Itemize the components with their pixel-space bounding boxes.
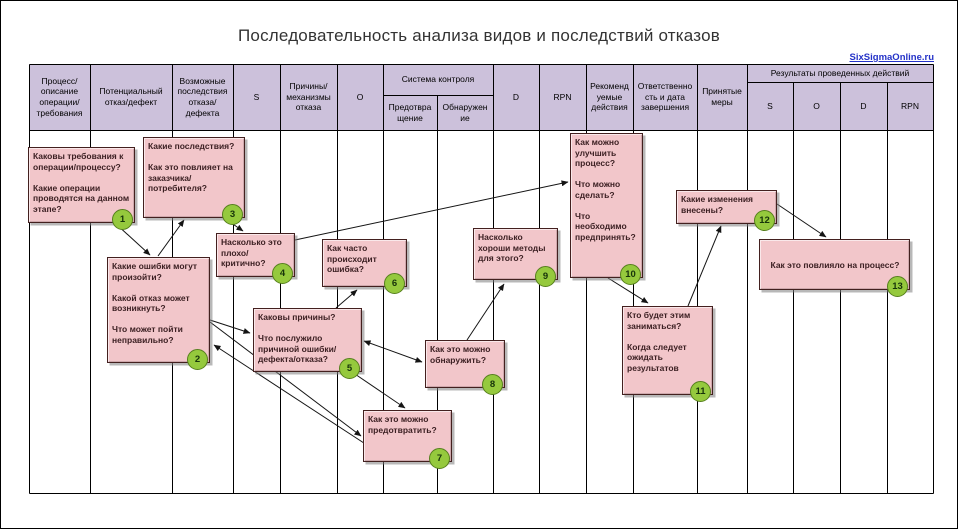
step-badge-4: 4: [272, 263, 293, 284]
arrow-2-to-7: [209, 321, 362, 437]
arrow-2-to-5: [209, 319, 251, 334]
step-badge-7: 7: [429, 448, 450, 469]
column-header-detect-rating: D: [512, 91, 520, 102]
flow-box-1: Каковы требования к операции/процессу? К…: [28, 147, 135, 230]
column-header-actions-taken: Принятые меры: [702, 86, 742, 107]
flow-box-text: Насколько хороши методы для этого?: [478, 232, 546, 264]
column-header-rpn: RPN: [553, 91, 572, 102]
flow-box-13: Как это повлияло на процесс? 13: [759, 239, 910, 297]
flow-box-text: Как часто происходит ошибка?: [327, 243, 377, 275]
column-group-controls: Система контроля: [401, 74, 475, 85]
step-badge-9: 9: [535, 266, 556, 287]
flow-box-text: Как это можно обнаружить?: [430, 344, 491, 365]
column-header-failure: Потенциальный отказ/дефект: [99, 86, 163, 107]
flow-box-text: Как это можно предотвратить?: [368, 414, 437, 435]
step-badge-2: 2: [187, 349, 208, 370]
step-badge-10: 10: [620, 264, 641, 285]
column-header-occurrence: O: [356, 91, 364, 102]
column-header-result-s: S: [767, 100, 773, 111]
flow-box-3: Какие последствия? Как это повлияет на з…: [143, 137, 245, 225]
arrow-5-to-6: [335, 289, 358, 309]
flow-box-2: Какие ошибки могут произойти? Какой отка…: [107, 257, 210, 370]
page-title: Последовательность анализа видов и после…: [238, 26, 720, 45]
step-badge-6: 6: [384, 273, 405, 294]
flow-box-text: Каковы требования к операции/процессу? К…: [33, 151, 130, 214]
flow-box-10: Как можно улучшить процесс? Что можно сд…: [570, 133, 643, 285]
flow-box-5: Каковы причины? Что послужило причиной о…: [253, 308, 362, 379]
arrow-7-to-2: [213, 344, 371, 448]
column-header-process: Процесс/ описание операции/ требования: [36, 75, 83, 118]
arrow-12-to-13: [776, 203, 827, 238]
sixsigmaonline-link[interactable]: SixSigmaOnline.ru: [849, 52, 934, 63]
arrow-4-to-10: [294, 180, 569, 241]
arrow-5-to-7: [351, 371, 406, 409]
column-header-result-o: O: [813, 100, 820, 111]
column-header-detection: Обнаружен ие: [442, 101, 488, 123]
step-badge-8: 8: [482, 374, 503, 395]
arrow-2-to-3: [157, 219, 185, 257]
arrow-5-to-8: [363, 340, 423, 363]
flow-box-text: Каковы причины? Что послужило причиной о…: [258, 312, 337, 365]
step-badge-3: 3: [222, 204, 243, 225]
arrow-11-to-12: [687, 225, 722, 307]
flow-box-11: Кто будет этим заниматься? Когда следует…: [622, 306, 713, 402]
step-badge-11: 11: [690, 381, 711, 402]
column-header-prevention: Предотвра щение: [388, 101, 432, 123]
flow-box-8: Как это можно обнаружить? 8: [425, 340, 505, 395]
column-header-recommended-actions: Рекоменд уемые действия: [590, 81, 629, 113]
flow-box-text: Как это повлияло на процесс?: [770, 259, 900, 270]
column-header-result-d: D: [860, 100, 867, 111]
flow-box-text: Насколько это плохо/ критично?: [221, 237, 282, 269]
step-badge-5: 5: [339, 358, 360, 379]
arrow-10-to-11: [607, 277, 649, 304]
step-badge-1: 1: [112, 209, 133, 230]
step-badge-12: 12: [754, 210, 775, 231]
column-header-severity: S: [253, 91, 260, 102]
flow-box-text: Какие ошибки могут произойти? Какой отка…: [112, 261, 198, 345]
column-header-responsibility: Ответственно сть и дата завершения: [637, 81, 693, 113]
step-badge-13: 13: [887, 276, 908, 297]
flow-box-text: Как можно улучшить процесс? Что можно сд…: [575, 137, 636, 242]
column-group-results: Результаты проведенных действий: [770, 67, 910, 78]
flow-box-7: Как это можно предотвратить? 7: [363, 410, 452, 469]
column-header-result-rpn: RPN: [901, 100, 919, 111]
flow-box-text: Какие изменения внесены?: [681, 194, 754, 215]
arrow-8-to-9: [466, 283, 505, 341]
column-header-effects: Возможные последствия отказа/ дефекта: [177, 75, 228, 118]
flow-box-text: Какие последствия? Как это повлияет на з…: [148, 141, 235, 194]
flow-box-4: Насколько это плохо/ критично?4: [216, 233, 295, 284]
column-header-causes: Причины/ механизмы отказа: [286, 81, 331, 113]
flow-box-9: Насколько хороши методы для этого?9: [473, 228, 558, 287]
flow-box-6: Как часто происходит ошибка? 6: [322, 239, 407, 294]
flow-box-text: Кто будет этим заниматься? Когда следует…: [627, 310, 691, 373]
flow-box-12: Какие изменения внесены?12: [676, 190, 777, 231]
